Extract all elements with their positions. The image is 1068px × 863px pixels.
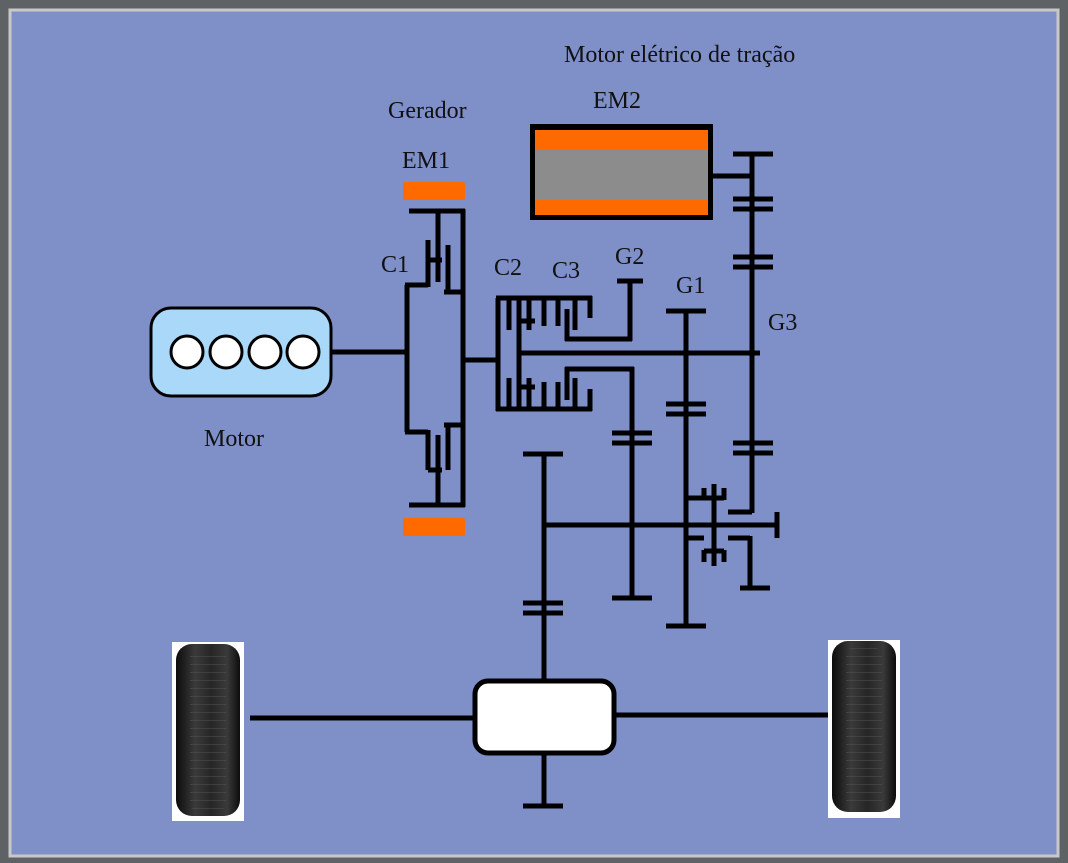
- c3-label: C3: [552, 258, 580, 284]
- engine-label: Motor: [204, 426, 264, 452]
- differential-box-icon: [472, 678, 617, 756]
- tire-icon: [828, 640, 900, 818]
- g3-label: G3: [768, 310, 797, 336]
- engine: [149, 306, 333, 398]
- c1-label: C1: [381, 252, 409, 278]
- tire-icon: [172, 642, 244, 821]
- gear-g3: [713, 151, 773, 513]
- generator-label: Gerador: [388, 98, 467, 124]
- synchronizer: [544, 484, 780, 591]
- output-shaft: [523, 451, 563, 809]
- clutch-pack-c2-c3: [495, 295, 634, 412]
- g1-label: G1: [676, 273, 705, 299]
- em2-label: EM2: [593, 88, 641, 114]
- c2-label: C2: [494, 255, 522, 281]
- em1-stator: [403, 182, 465, 536]
- cylinder-icon: [169, 334, 321, 370]
- traction-motor-label: Motor elétrico de tração: [564, 42, 795, 68]
- gear-g1: [666, 308, 706, 629]
- em1-label: EM1: [402, 148, 450, 174]
- gear-g2: [612, 278, 652, 601]
- g2-label: G2: [615, 244, 644, 270]
- clutch-c1: [404, 213, 465, 503]
- em2-motor: [530, 124, 713, 220]
